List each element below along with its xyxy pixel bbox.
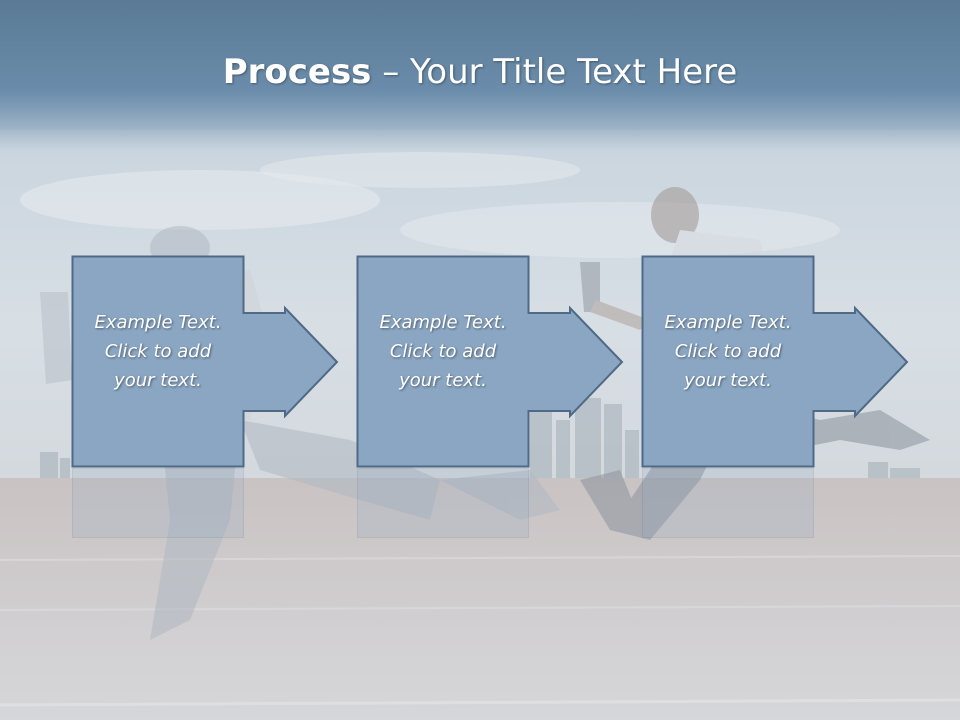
step-line: your text. (684, 370, 772, 391)
step-reflection (642, 468, 814, 538)
step-line: Example Text. (94, 312, 222, 333)
step-reflection (72, 468, 244, 538)
title-rest: – Your Title Text Here (371, 52, 738, 92)
step-line: Click to add (674, 341, 782, 362)
arrow-callout-shape (641, 255, 909, 468)
process-step-2[interactable]: Example Text. Click to add your text. (356, 255, 627, 472)
slide-title[interactable]: Process – Your Title Text Here (0, 52, 960, 92)
process-step-3[interactable]: Example Text. Click to add your text. (641, 255, 912, 472)
arrow-callout-shape (356, 255, 624, 468)
step-reflection (357, 468, 529, 538)
title-bold: Process (222, 52, 372, 92)
process-step-1[interactable]: Example Text. Click to add your text. (71, 255, 342, 472)
step-text-3[interactable]: Example Text. Click to add your text. (642, 308, 814, 395)
step-line: your text. (114, 370, 202, 391)
step-text-2[interactable]: Example Text. Click to add your text. (357, 308, 529, 395)
step-line: Click to add (104, 341, 212, 362)
step-line: Example Text. (664, 312, 792, 333)
step-line: Example Text. (379, 312, 507, 333)
arrow-callout-shape (71, 255, 339, 468)
title-band (0, 0, 960, 150)
step-line: Click to add (389, 341, 497, 362)
step-line: your text. (399, 370, 487, 391)
step-text-1[interactable]: Example Text. Click to add your text. (72, 308, 244, 395)
